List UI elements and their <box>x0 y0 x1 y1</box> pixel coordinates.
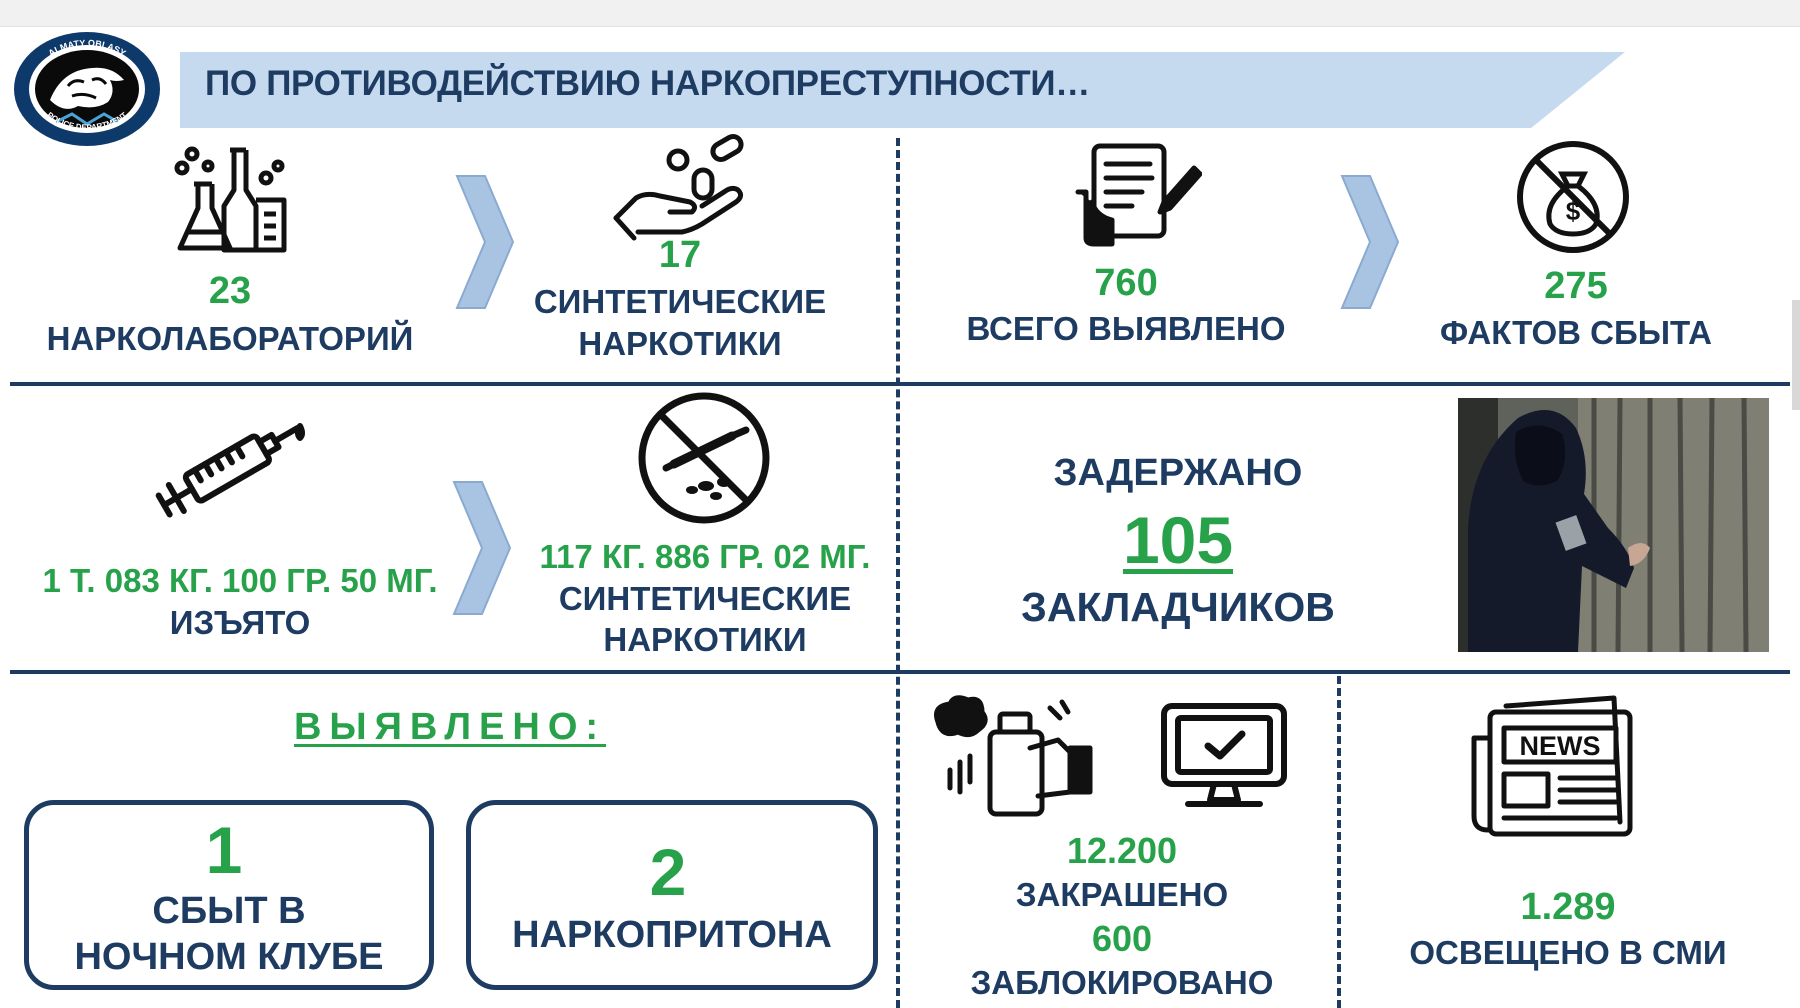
media-label: ОСВЕЩЕНО В СМИ <box>1409 934 1727 971</box>
painted-value: 12.200 <box>1066 830 1178 871</box>
top-strip <box>0 0 1800 27</box>
title-banner <box>180 52 1625 128</box>
media-value: 1.289 <box>1520 886 1616 928</box>
detected-value: 760 <box>1094 262 1158 304</box>
right-scroll-strip <box>1792 300 1800 410</box>
drug-dens-box <box>466 800 878 990</box>
syringe-icon <box>150 402 310 532</box>
synthetic2-value: 117 КГ. 886 ГР. 02 МГ. <box>539 538 871 575</box>
synthetic1-label-line1: СИНТЕТИЧЕСКИЕ <box>533 283 827 320</box>
courier-photo <box>1458 398 1769 652</box>
detained-label-top: ЗАДЕРЖАНО <box>1053 452 1303 494</box>
nightclub-label-line2: НОЧНОМ КЛУБЕ <box>74 936 384 978</box>
monitor-check-icon <box>1158 700 1290 812</box>
drug-dens-label: НАРКОПРИТОНА <box>512 914 832 956</box>
spray-paint-icon <box>930 692 1100 820</box>
no-drugs-icon <box>636 390 772 526</box>
chevron-right-icon <box>452 478 512 618</box>
sales-value: 275 <box>1544 265 1608 307</box>
synthetic1-label-line2: НАРКОТИКИ <box>578 325 782 362</box>
newspaper-icon: NEWS <box>1470 692 1640 842</box>
detected-label: ВСЕГО ВЫЯВЛЕНО <box>966 310 1286 347</box>
chevron-right-icon <box>1340 172 1400 312</box>
sales-label: ФАКТОВ СБЫТА <box>1440 314 1712 351</box>
divider-v1 <box>896 138 900 1008</box>
labs-value: 23 <box>208 270 252 312</box>
tablet-document-icon <box>1072 140 1203 248</box>
police-logo: ALMATY OBLASY POLICE DEPARTMENT <box>12 30 162 148</box>
no-money-bag-icon: $ <box>1514 138 1632 256</box>
seized-value: 1 Т. 083 КГ. 100 ГР. 50 МГ. <box>42 562 438 599</box>
seized-label: ИЗЪЯТО <box>169 604 311 641</box>
divider-row1 <box>10 382 1790 386</box>
news-icon-text: NEWS <box>1520 731 1601 761</box>
page-title: ПО ПРОТИВОДЕЙСТВИЮ НАРКОПРЕСТУПНОСТИ… <box>205 64 1090 103</box>
lab-flasks-icon <box>172 142 290 260</box>
labs-label: НАРКОЛАБОРАТОРИЙ <box>46 320 414 357</box>
nightclub-box <box>24 800 434 990</box>
synthetic1-value: 17 <box>658 234 702 276</box>
divider-v2 <box>1337 676 1341 1008</box>
synthetic2-label-line1: СИНТЕТИЧЕСКИЕ <box>558 580 852 617</box>
detected-heading: ВЫЯВЛЕНО: <box>293 706 607 748</box>
synthetic2-label-line2: НАРКОТИКИ <box>603 621 807 658</box>
blocked-label: ЗАБЛОКИРОВАНО <box>970 964 1274 1001</box>
painted-label: ЗАКРАШЕНО <box>1015 876 1229 913</box>
detained-label-bottom: ЗАКЛАДЧИКОВ <box>1021 584 1335 630</box>
divider-row2 <box>10 670 1790 674</box>
pills-hand-icon <box>612 132 752 244</box>
drug-dens-value: 2 <box>649 835 687 909</box>
detained-value: 105 <box>1122 503 1234 577</box>
nightclub-value: 1 <box>205 813 243 887</box>
blocked-value: 600 <box>1091 918 1153 959</box>
nightclub-label-line1: СБЫТ В <box>152 890 306 932</box>
chevron-right-icon <box>455 172 515 312</box>
